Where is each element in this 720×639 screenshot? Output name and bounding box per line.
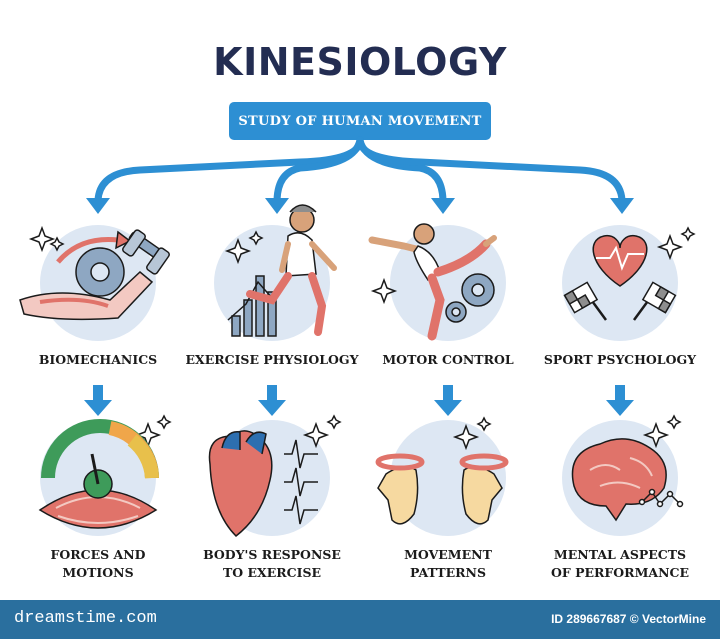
arrowhead-2 <box>265 198 289 214</box>
sublabel-line: FORCES AND <box>50 547 146 562</box>
label-sport-psychology: SPORT PSYCHOLOGY <box>543 352 697 367</box>
branch-arrows <box>94 136 626 204</box>
footer-brand[interactable]: dreamstime.com <box>14 609 157 628</box>
yoga-pose-gears-icon <box>368 223 497 341</box>
sublabel-forces-motions: FORCES AND MOTIONS <box>8 546 188 582</box>
sublabel-line: OF PERFORMANCE <box>550 565 690 580</box>
sublabel-line: MENTAL ASPECTS <box>553 547 687 562</box>
down-arrows <box>84 385 634 416</box>
sublabel-line: MOTIONS <box>62 565 134 580</box>
heart-ecg-icon <box>208 430 318 537</box>
subtitle-banner: STUDY OF HUMAN MOVEMENT <box>229 102 491 140</box>
sublabel-mental-aspects: MENTAL ASPECTS OF PERFORMANCE <box>530 546 710 582</box>
muscle-gauge-icon <box>38 419 159 529</box>
sublabel-body-response: BODY'S RESPONSE TO EXERCISE <box>182 546 362 582</box>
sublabel-line: TO EXERCISE <box>222 565 322 580</box>
label-motor-control: MOTOR CONTROL <box>382 352 514 367</box>
sparkle-icons <box>28 225 696 451</box>
arrowhead-3 <box>431 198 455 214</box>
branch-arrowheads <box>86 198 634 214</box>
arrowhead-4 <box>610 198 634 214</box>
arrowhead-1 <box>86 198 110 214</box>
footer-credit: ID 289667687 © VectorMine <box>551 612 706 626</box>
heart-flags-icon <box>563 234 677 321</box>
diagram-title: KINESIOLOGY <box>213 40 507 84</box>
runner-chart-icon <box>227 204 337 337</box>
label-biomechanics: BIOMECHANICS <box>38 352 158 367</box>
label-exercise-physiology: EXERCISE PHYSIOLOGY <box>185 352 359 367</box>
hands-rotation-icon <box>375 453 509 525</box>
sublabel-movement-patterns: MOVEMENT PATTERNS <box>358 546 538 582</box>
sublabel-line: BODY'S RESPONSE <box>203 547 341 562</box>
arm-dumbbell-gear-icon <box>19 229 170 321</box>
brain-network-icon <box>571 438 684 522</box>
sublabel-line: PATTERNS <box>409 565 487 580</box>
footer-bar: dreamstime.com ID 289667687 © VectorMine <box>0 600 720 639</box>
diagram-artwork <box>19 136 696 537</box>
sublabel-line: MOVEMENT <box>404 547 492 562</box>
